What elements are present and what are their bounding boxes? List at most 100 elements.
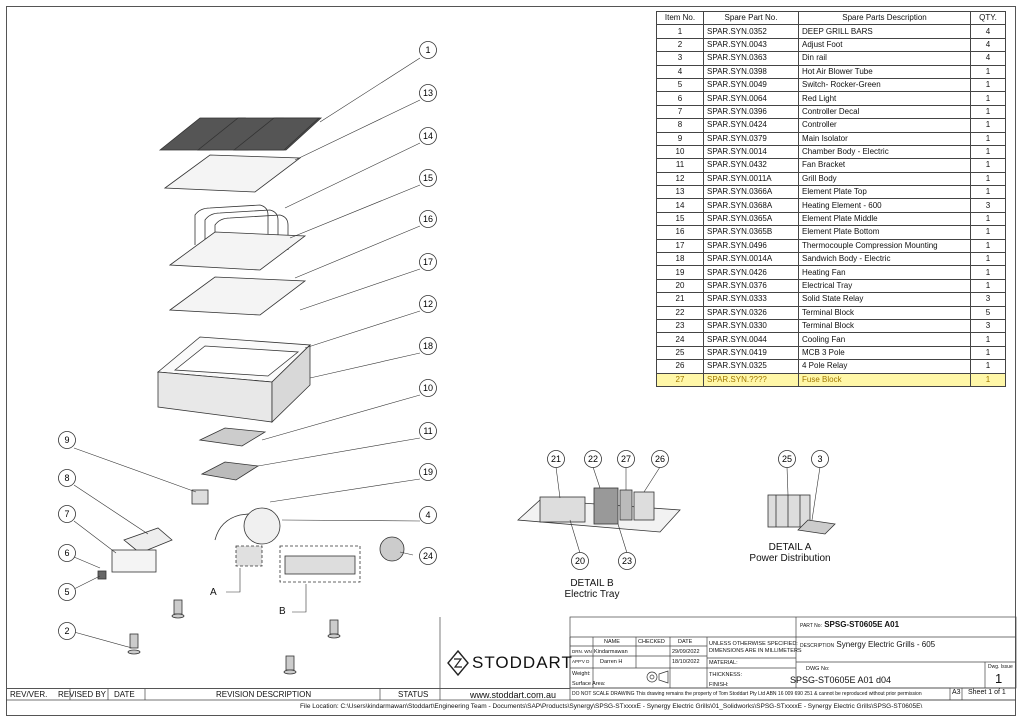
spare-parts-table: Item No. Spare Part No. Spare Parts Desc… xyxy=(656,10,1006,387)
balloon-label: 17 xyxy=(423,257,433,267)
balloon-circle xyxy=(419,127,437,145)
description: Synergy Electric Grills - 605 xyxy=(836,640,936,649)
balloon-label: 19 xyxy=(423,467,433,477)
balloon-label: 8 xyxy=(64,473,69,483)
balloon-label: 23 xyxy=(622,556,632,566)
balloon-circle xyxy=(419,253,437,271)
col-checked: CHECKED xyxy=(638,639,665,645)
drawing-sheet-border xyxy=(6,6,1016,716)
balloon-circle xyxy=(419,337,437,355)
cooling-fan xyxy=(379,536,405,562)
no-scale-note: DO NOT SCALE DRAWING xyxy=(572,691,635,697)
date-label: DATE xyxy=(114,690,135,699)
qty-cell: 1 xyxy=(970,91,1006,106)
part-no-cell: SPAR.SYN.0064 xyxy=(703,91,799,106)
detail-a-subtitle: Power Distribution xyxy=(749,553,831,564)
detail-a-title: DETAIL A xyxy=(768,542,812,553)
balloon-label: 5 xyxy=(64,587,69,597)
file-location: File Location: C:\Users\kindarmawan\Stod… xyxy=(300,703,923,710)
balloon-label: 3 xyxy=(817,454,822,464)
balloon-circle xyxy=(811,450,829,468)
balloon-circle xyxy=(58,431,76,449)
qty-cell: 1 xyxy=(970,372,1006,387)
appv-date: 18/10/2022 xyxy=(672,659,700,665)
surface-label: Surface Area: xyxy=(572,681,606,687)
grill-body xyxy=(156,336,311,423)
balloon-label: 25 xyxy=(782,454,792,464)
grill-bars xyxy=(158,117,323,151)
revised-by-label: REVISED BY xyxy=(58,690,107,699)
hot-air-blower-tube xyxy=(214,511,266,541)
balloon-label: 24 xyxy=(423,551,433,561)
balloon-label: 7 xyxy=(64,509,69,519)
finish-label: FINISH: xyxy=(709,682,729,688)
part-no-cell: SPAR.SYN.???? xyxy=(703,372,799,387)
qty-cell: 1 xyxy=(970,64,1006,79)
balloon-label: 21 xyxy=(551,454,561,464)
balloon-label: 4 xyxy=(425,510,430,520)
element-plate-bottom xyxy=(168,276,307,316)
balloon-circle xyxy=(419,295,437,313)
detail-b-subtitle: Electric Tray xyxy=(564,589,620,600)
balloon-label: 20 xyxy=(575,556,585,566)
status-label: STATUS xyxy=(398,690,429,699)
appv-label: APP'V D xyxy=(572,659,590,664)
balloon-circle xyxy=(58,544,76,562)
heating-fan xyxy=(243,507,281,545)
balloon-circle xyxy=(547,450,565,468)
electrical-tray-a xyxy=(235,545,263,567)
detail-b-title: DETAIL B xyxy=(570,578,614,589)
qty-cell: 1 xyxy=(970,77,1006,93)
balloon-circle xyxy=(617,450,635,468)
balloon-circle xyxy=(419,422,437,440)
qty-cell: 4 xyxy=(970,51,1006,66)
balloon-label: 27 xyxy=(621,454,631,464)
qty-cell: 1 xyxy=(970,252,1006,267)
balloon-label: 10 xyxy=(423,383,433,393)
balloon-label: 16 xyxy=(423,214,433,224)
balloon-circle xyxy=(419,463,437,481)
balloon-label: 6 xyxy=(64,548,69,558)
col-name: NAME xyxy=(604,639,620,645)
balloon-circle xyxy=(618,552,636,570)
balloon-circle xyxy=(419,169,437,187)
drn-name: Kindarmawan xyxy=(594,649,628,655)
main-isolator xyxy=(191,489,209,505)
ownership-notice: This drawing remains the property of Tom… xyxy=(636,691,922,697)
balloon-circle xyxy=(419,210,437,228)
controller xyxy=(123,527,173,554)
detail-a-power-distribution xyxy=(767,494,836,535)
balloon-circle xyxy=(419,547,437,565)
brand-name: STODDART xyxy=(472,653,573,672)
qty-cell: 1 xyxy=(970,104,1006,120)
stoddart-logo-icon xyxy=(447,650,469,676)
revision-description-label: REVISION DESCRIPTION xyxy=(216,690,312,699)
balloon-label: 2 xyxy=(64,626,69,636)
controller-decal xyxy=(111,549,157,573)
balloon-circle xyxy=(58,469,76,487)
thickness-label: THICKNESS: xyxy=(709,672,743,678)
part-no-cell: SPAR.SYN.0398 xyxy=(703,64,799,79)
sheet-size: A3 xyxy=(952,689,961,696)
appv-name: Darren H xyxy=(600,659,623,665)
callout-b: B xyxy=(279,606,286,617)
part-no: SPSG-ST0605E A01 xyxy=(824,620,900,629)
unless-specified: UNLESS OTHERWISE SPECIFIED: xyxy=(709,641,798,647)
heating-elements xyxy=(194,204,289,255)
adjust-feet xyxy=(127,599,341,675)
balloon-label: 13 xyxy=(423,88,433,98)
balloon-circle xyxy=(58,622,76,640)
callout-a: A xyxy=(210,587,217,598)
item-no-cell: 27 xyxy=(656,372,704,387)
description-wrap: DESCRIPTION Synergy Electric Grills - 60… xyxy=(800,640,936,650)
balloon-label: 15 xyxy=(423,173,433,183)
